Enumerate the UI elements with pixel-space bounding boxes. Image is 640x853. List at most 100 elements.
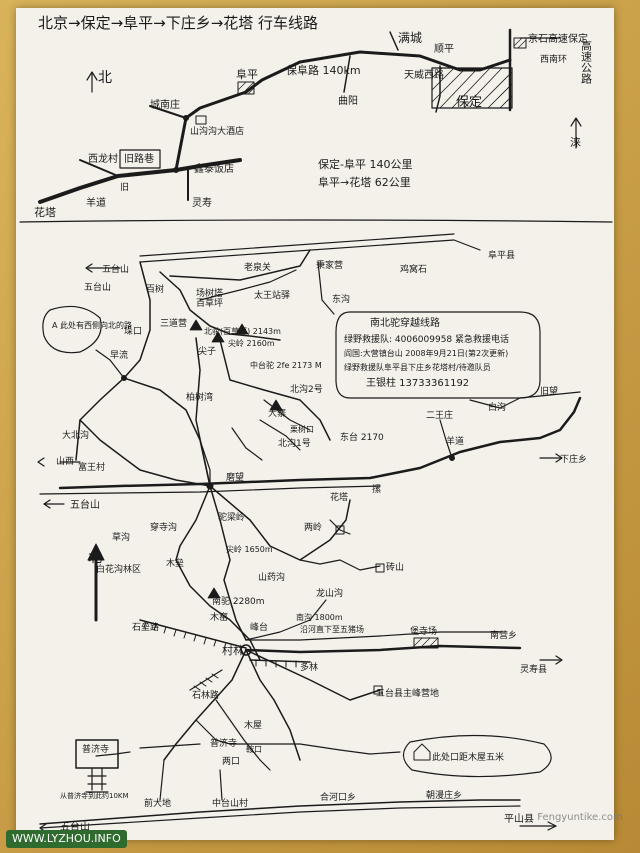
label-lingshou-top: 灵寿	[192, 196, 212, 209]
label-erwang: 二王庄	[426, 409, 453, 421]
label-qiandadi: 前大地	[144, 797, 171, 809]
label-tianwei: 天威西路	[404, 68, 444, 81]
label-chuansi: 穿寺沟	[150, 521, 177, 533]
label-shanxi: 山西	[56, 456, 74, 467]
hut-note-bubble	[402, 734, 552, 778]
rescue-line-1: 绿野救援队: 4006009958 紧急救援电话	[344, 333, 509, 345]
label-baihua: 白花沟林区	[96, 563, 141, 575]
watermark-fengyun: Fengyuntike.com	[537, 812, 623, 823]
label-donggou: 东沟	[332, 293, 350, 305]
label-fuping-town: 阜平	[236, 68, 258, 81]
label-hehe: 合河口乡	[320, 791, 356, 803]
label-chengnan: 城南庄	[150, 98, 180, 111]
note-box-a	[42, 305, 102, 354]
label-sandao: 三道营	[160, 317, 187, 329]
label-north-top: 北	[98, 70, 112, 86]
label-jiu: 旧	[120, 182, 129, 193]
label-yangdao-top: 羊道	[86, 196, 106, 209]
label-laoquan: 老泉关	[244, 261, 271, 273]
route-title: 北京→保定→阜平→下庄乡→花塔 行车线路	[38, 14, 318, 32]
label-pingshan: 平山县	[504, 813, 534, 825]
label-baigou: 白沟	[488, 401, 506, 413]
label-zhishi: 沿河直下至五猪场	[300, 624, 364, 634]
label-chaoman: 朝漫庄乡	[426, 789, 462, 801]
puji-box-note: 从普济寺到此约10KM	[60, 791, 129, 800]
hand-drawn-map-paper	[16, 8, 614, 840]
label-xintai: 鑫泰饭店	[194, 162, 234, 175]
label-puji: 普济寺	[210, 737, 237, 749]
note-a-text: A 此处有西侧向北的路	[52, 320, 132, 330]
label-jianzi: 尖子	[198, 345, 216, 357]
label-west-ring: 西南环	[540, 53, 567, 65]
label-fuwang: 富王村	[78, 461, 105, 473]
label-dist-baoding-fuping: 保定-阜平 140公里	[318, 157, 412, 171]
label-jiwo: 鸡窝石	[400, 263, 427, 275]
road-bottom	[39, 799, 521, 825]
label-liangshan: 两岭	[304, 521, 322, 533]
label-yangdao-main: 羊道	[446, 435, 464, 447]
label-baofu-road: 保阜路 140km	[286, 63, 361, 77]
label-quyang: 曲阳	[338, 95, 358, 107]
label-wutaishan-1: 五台山	[102, 263, 129, 275]
road-lingshou	[244, 644, 522, 654]
label-north-main: 北	[88, 550, 102, 566]
label-shanyao: 山药沟	[258, 571, 285, 583]
label-zhongtai: 中台驼 2fe 2173 M	[250, 360, 322, 370]
rescue-info-box	[335, 311, 541, 399]
rescue-line-4: 王银柱 13733361192	[366, 376, 469, 389]
label-dongtai: 东台 2170	[340, 431, 384, 443]
label-dazhai: 大寨	[268, 407, 286, 419]
label-zhuo: 摞	[372, 483, 381, 495]
label-baicao: 百草坪	[196, 297, 223, 309]
label-nanying: 南营乡	[490, 629, 517, 641]
label-jianling: 尖岭 2160m	[228, 338, 275, 348]
road-top-1	[139, 233, 455, 257]
label-taiwang: 太王站驿	[254, 289, 290, 301]
label-lai: 涞	[570, 136, 581, 149]
label-beigou2: 北沟2号	[290, 383, 323, 395]
label-duokou: 垛口	[124, 326, 142, 337]
hut-note-text: 此处口距木屋五米	[432, 751, 504, 763]
rescue-line-3: 绿野救援队阜平县下庄乡花塔村/待邀队员	[344, 362, 491, 372]
label-zhuanshan: 砖山	[386, 561, 404, 573]
label-baishu: 百树	[146, 283, 164, 295]
watermark-lyzhou: WWW.LYZHOU.INFO	[6, 830, 127, 848]
puji-box-label: 普济寺	[82, 743, 109, 755]
label-cunlin: 村林	[222, 643, 244, 657]
label-mowang: 磨望	[226, 471, 244, 483]
label-beituo: 北驼(百草坪) 2143m	[204, 326, 281, 336]
label-jiuzhou: 旧路巷	[124, 152, 154, 165]
rescue-title: 南北驼穿越线路	[370, 316, 440, 329]
label-boshu: 柏树湾	[186, 391, 213, 403]
label-zaoliu: 早流	[110, 349, 128, 361]
label-beigou1: 北沟1号	[278, 437, 311, 449]
label-xiazhuang: 下庄乡	[560, 453, 587, 465]
road-baofu	[174, 50, 512, 172]
label-moulei: 木垒	[166, 557, 184, 569]
label-lingshou-county: 灵寿县	[520, 663, 547, 675]
label-bingjia: 秉家营	[316, 259, 343, 271]
label-gaosu: 高速公路	[580, 39, 593, 85]
label-shilei: 石垒路	[132, 621, 159, 633]
label-xilong: 西龙村	[88, 152, 118, 165]
label-wutai-camp: 五台县主峰营地	[376, 687, 439, 699]
label-jingshi: 京石高速保定	[528, 32, 588, 45]
label-lishu: 栗树口	[290, 424, 314, 434]
label-mushu: 木屋	[244, 719, 262, 731]
label-anmou: 鞍口	[246, 744, 262, 754]
label-huata-main: 花塔	[330, 491, 348, 503]
label-mancheng: 满城	[398, 31, 422, 45]
main-valley-road	[58, 396, 582, 490]
label-wutaishan-3: 五台山	[70, 498, 100, 511]
label-zhongtaishan: 中台山村	[212, 797, 248, 809]
label-jianshan: 驼梁岭	[218, 511, 245, 523]
label-shunping: 顺平	[434, 43, 454, 55]
section-divider	[19, 219, 613, 223]
label-jian2: 尖岭 1650m	[226, 544, 273, 554]
puji-temple-box	[75, 739, 119, 769]
label-changshu: 场树塔	[196, 287, 223, 299]
label-wutaishan-2: 五台山	[84, 281, 111, 293]
label-liangkou: 两口	[222, 756, 240, 767]
label-dabeigou: 大北沟	[62, 429, 89, 441]
